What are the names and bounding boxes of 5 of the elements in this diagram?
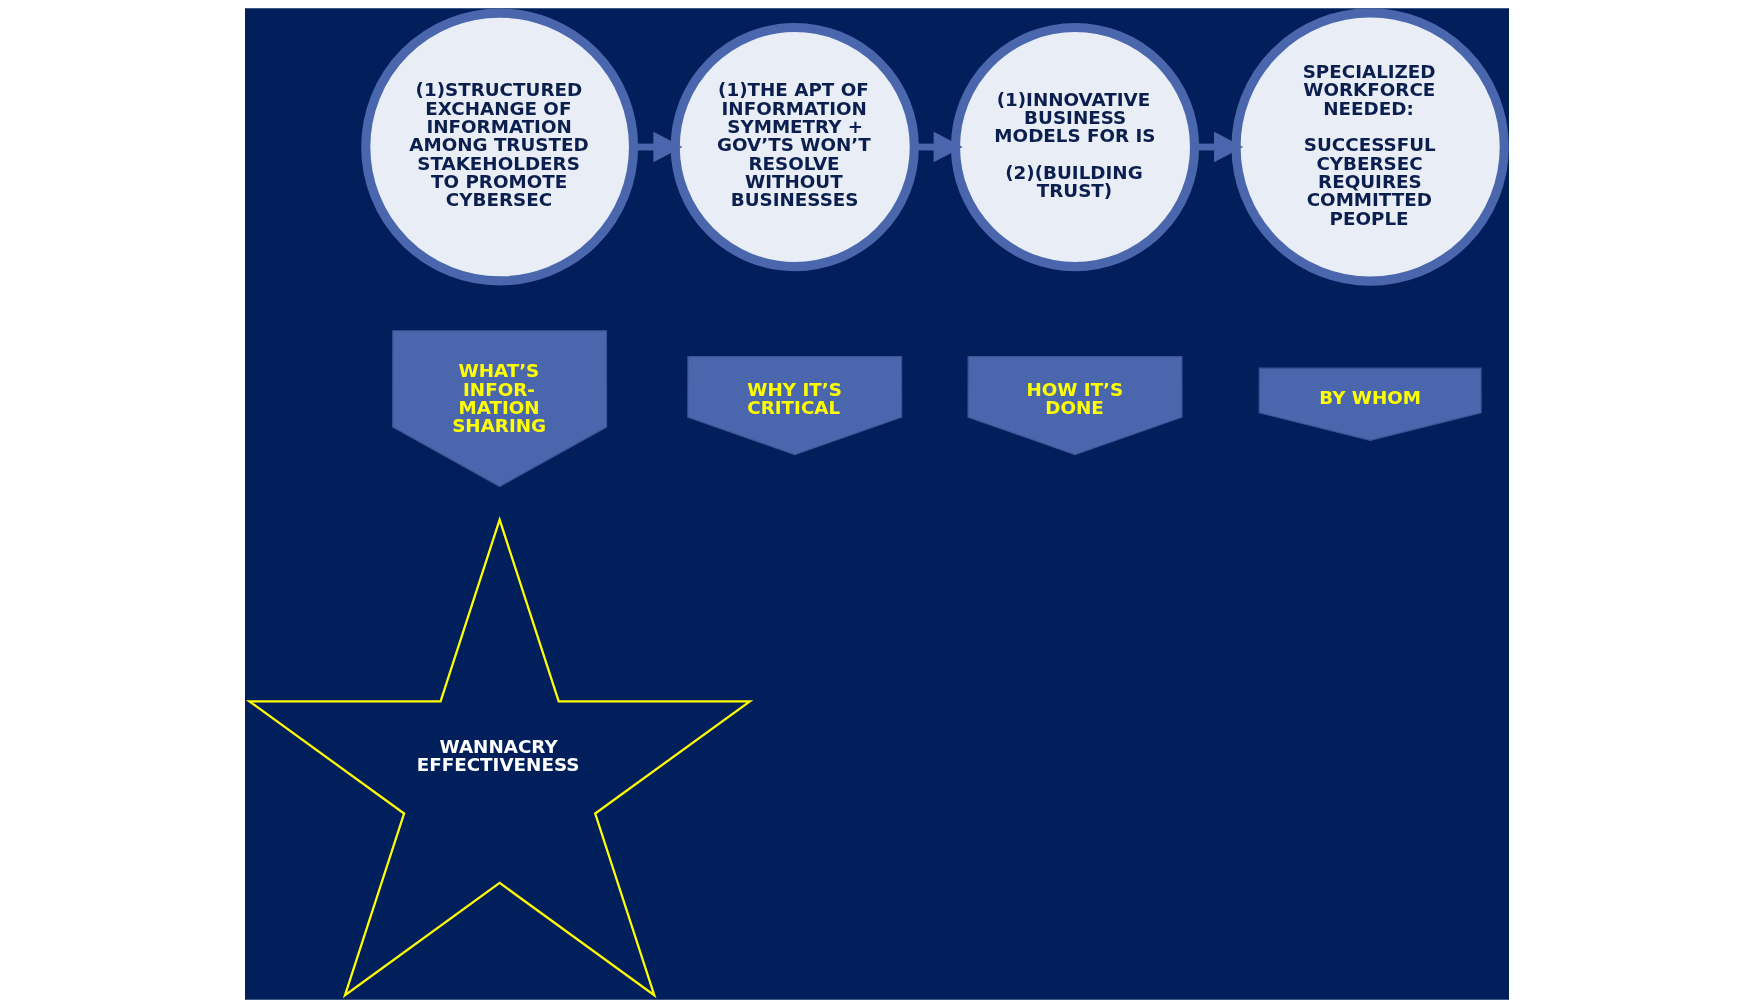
node-circle: SPECIALIZED WORKFORCE NEEDED: SUCCESSFUL CYBERSEC REQUIRES COMMITTED PEOPLE [1230, 8, 1509, 286]
node-circle: (1)STRUCTURED EXCHANGE OF INFORMATION AMONG TRUSTED STAKEHOLDERS TO PROMOTE CYBERSEC [360, 8, 638, 286]
node-circle: (1)INNOVATIVE BUSINESS MODELS FOR IS (2)(BUILDING TRUST) [950, 22, 1199, 272]
arrow [914, 131, 963, 163]
node-circle: (1)THE APT OF INFORMATION SYMMETRY + GOV’TS WON’T RESOLVE WITHOUT BUSINESSES [670, 22, 919, 272]
